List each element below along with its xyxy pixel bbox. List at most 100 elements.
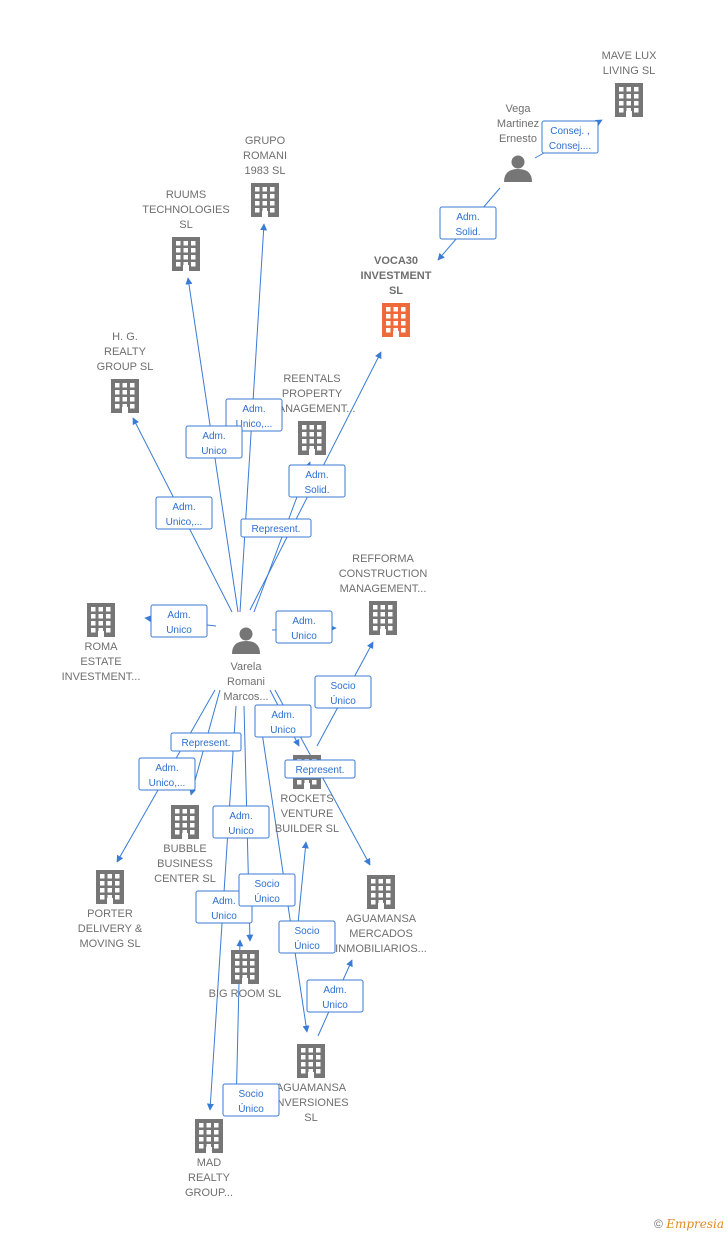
node-label: VENTURE: [281, 808, 334, 820]
edge-label-varela-aguamansa_m[interactable]: Represent.: [284, 759, 356, 779]
node-label: REALTY: [188, 1172, 231, 1184]
edge-label-text: Socio: [254, 879, 279, 890]
node-label: PORTER: [87, 908, 133, 920]
edge-label-text: Adm.: [242, 404, 265, 415]
edge-label-vega-voca30[interactable]: Adm. Solid.: [439, 206, 497, 240]
building-icon: [195, 1119, 223, 1153]
node-label: MANAGEMENT...: [340, 583, 427, 595]
node-label: ROMA: [85, 641, 119, 653]
edge-label-text: Único: [238, 1102, 264, 1115]
edge-label-varela-porter[interactable]: Adm. Unico,...: [138, 757, 196, 791]
person-icon: [504, 155, 532, 182]
node-label: SL: [304, 1112, 317, 1124]
node-label: Ernesto: [499, 133, 537, 145]
edge-label-varela-roma[interactable]: Adm.Unico: [150, 604, 208, 638]
building-icon: [297, 1044, 325, 1078]
node-roma[interactable]: ROMAESTATEINVESTMENT...: [62, 603, 141, 683]
edge-label-text: Represent.: [296, 765, 345, 776]
copyright-symbol: ©: [654, 1217, 663, 1231]
building-icon: [615, 83, 643, 117]
building-icon: [251, 183, 279, 217]
node-bubble[interactable]: BUBBLE BUSINESS CENTER SL: [154, 805, 216, 885]
edge-label-text: Unico: [322, 1000, 348, 1011]
edge-label-text: Adm.: [456, 212, 479, 223]
node-label: REALTY: [104, 346, 147, 358]
node-label: BUSINESS: [157, 858, 213, 870]
node-reentals[interactable]: REENTALSPROPERTYMANAGEMENT...: [269, 373, 356, 455]
edge-label-vega-mavelux[interactable]: Consej. , Consej....: [541, 120, 599, 154]
node-label: Romani: [227, 676, 265, 688]
node-label: BIG ROOM SL: [209, 988, 282, 1000]
edge-label-text: Unico: [291, 631, 317, 642]
node-label: CENTER SL: [154, 873, 216, 885]
node-label: AGUAMANSA: [276, 1082, 347, 1094]
node-bigroom[interactable]: BIG ROOM SL: [209, 950, 282, 1000]
edge-label-text: Socio: [294, 926, 319, 937]
building-icon: [87, 603, 115, 637]
node-label: RUUMS: [166, 189, 206, 201]
node-label: REENTALS: [283, 373, 340, 385]
edge-label-text: Unico,...: [149, 778, 186, 789]
edge-label-aguamansa_i-aguamansa_m[interactable]: Adm.Unico: [306, 979, 364, 1013]
edge-label-varela-hg[interactable]: Adm.Unico,...: [155, 496, 213, 530]
edge-label-text: Adm.: [229, 811, 252, 822]
node-label: TECHNOLOGIES: [142, 204, 229, 216]
edge-label-varela-mad[interactable]: Adm.Unico: [212, 805, 270, 839]
edge-label-varela-reentals[interactable]: Adm.Solid.: [288, 464, 346, 498]
node-label: ROMANI: [243, 150, 287, 162]
node-label: Varela: [231, 661, 263, 673]
edge-label-varela-voca30[interactable]: Represent.: [240, 518, 312, 538]
node-refforma[interactable]: REFFORMACONSTRUCTIONMANAGEMENT...: [339, 553, 428, 635]
edge-label-text: Solid.: [455, 227, 480, 238]
node-label: INVESTMENT...: [62, 671, 141, 683]
edge-label-text: Consej. ,: [550, 126, 589, 137]
node-label: INMOBILIARIOS...: [335, 943, 427, 955]
node-label: CONSTRUCTION: [339, 568, 428, 580]
edge-label-text: Único: [254, 892, 280, 905]
node-label: LIVING SL: [603, 65, 656, 77]
edge-label-text: Consej....: [549, 141, 591, 152]
node-aguamansa_m[interactable]: AGUAMANSAMERCADOSINMOBILIARIOS...: [335, 875, 427, 955]
edge-label-varela-bubble[interactable]: Represent.: [170, 732, 242, 752]
edge-label-varela-grupo[interactable]: Adm.Unico,...: [225, 398, 283, 432]
edge-label-text: Unico: [270, 725, 296, 736]
node-label: PROPERTY: [282, 388, 343, 400]
node-label: GRUPO: [245, 135, 286, 147]
brand-logo[interactable]: Empresia: [666, 1217, 724, 1231]
edge-label-text: Represent.: [252, 524, 301, 535]
node-label: BUBBLE: [163, 843, 206, 855]
edge-label-varela-bigroom[interactable]: Adm.Unico: [195, 890, 253, 924]
edge-label-text: Adm.: [155, 763, 178, 774]
edge-label-text: Socio: [330, 681, 355, 692]
building-icon: [111, 379, 139, 413]
node-mavelux[interactable]: MAVE LUX LIVING SL: [602, 50, 657, 117]
building-icon: [171, 805, 199, 839]
edge-label-text: Adm.: [292, 616, 315, 627]
node-label: MERCADOS: [349, 928, 413, 940]
edge-label-text: Unico: [201, 446, 227, 457]
edge-label-varela-ruums[interactable]: Adm.Unico: [185, 425, 243, 459]
node-varela[interactable]: VarelaRomaniMarcos...: [223, 627, 269, 704]
node-mad[interactable]: MAD REALTY GROUP...: [185, 1119, 233, 1199]
node-label: MAD: [197, 1157, 222, 1169]
edge-label-text: Unico,...: [166, 517, 203, 528]
node-label: DELIVERY &: [78, 923, 143, 935]
edge-label-text: Solid.: [304, 485, 329, 496]
edge-label-varela-refforma[interactable]: Adm. Unico: [275, 610, 333, 644]
edge-label-varela-rockets[interactable]: Adm.Unico: [254, 704, 312, 738]
node-label: BUILDER SL: [275, 823, 339, 835]
node-label: MAVE LUX: [602, 50, 657, 62]
node-label: GROUP...: [185, 1187, 233, 1199]
node-label: GROUP SL: [97, 361, 154, 373]
